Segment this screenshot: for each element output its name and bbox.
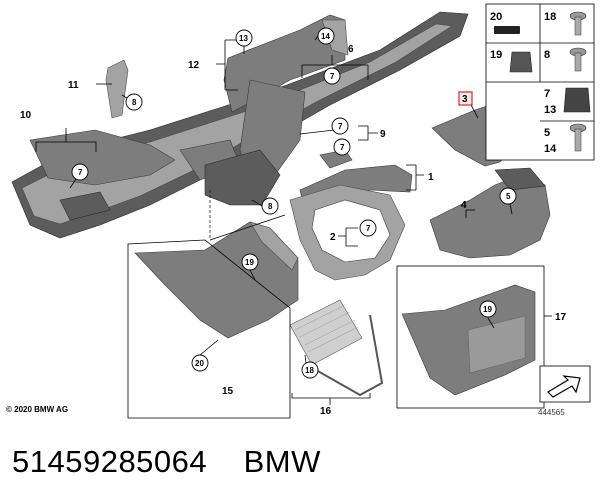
callout-9: 9 <box>380 129 386 140</box>
callout-16: 16 <box>320 406 332 417</box>
legend-8: 8 <box>544 49 550 61</box>
svg-text:19: 19 <box>245 258 254 267</box>
svg-text:7: 7 <box>78 168 83 177</box>
circle-callouts: 13 14 7 7 7 7 7 8 8 5 19 19 20 18 <box>71 27 517 379</box>
callout-11: 11 <box>68 80 79 91</box>
circle-8-b: 8 <box>261 197 279 215</box>
svg-text:18: 18 <box>305 366 314 375</box>
svg-text:7: 7 <box>338 122 343 131</box>
circle-7-d: 7 <box>71 163 89 181</box>
callout-1: 1 <box>428 172 434 183</box>
svg-text:20: 20 <box>195 359 204 368</box>
legend-20: 20 <box>490 11 502 23</box>
clip-19-icon <box>509 51 533 73</box>
svg-text:7: 7 <box>366 224 371 233</box>
legend-14: 14 <box>544 143 557 155</box>
diagram-number: 444565 <box>538 408 565 417</box>
circle-7-e: 7 <box>359 219 377 237</box>
callout-17: 17 <box>555 312 567 323</box>
legend-13: 13 <box>544 104 556 116</box>
callout-12: 12 <box>188 60 200 71</box>
svg-text:14: 14 <box>321 32 330 41</box>
circle-19-b: 19 <box>479 300 497 318</box>
svg-text:7: 7 <box>340 143 345 152</box>
circle-14: 14 <box>317 27 335 45</box>
callout-2: 2 <box>330 232 336 243</box>
leader-lines <box>35 35 552 405</box>
clip-7-icon <box>563 87 591 113</box>
part-number-footer: 51459285064 BMW <box>12 444 321 480</box>
circle-7-a: 7 <box>323 67 341 85</box>
callout-3-highlight: 3 <box>458 91 473 106</box>
circle-20: 20 <box>191 354 209 372</box>
legend-18: 18 <box>544 11 556 23</box>
part-4-trim <box>429 167 551 259</box>
circle-7-b: 7 <box>331 117 349 135</box>
callout-15: 15 <box>222 386 234 397</box>
callout-4: 4 <box>461 200 467 211</box>
callout-10: 10 <box>20 110 32 121</box>
legend-5: 5 <box>544 127 550 139</box>
brand-name: BMW <box>243 444 321 479</box>
part-1-frame <box>289 164 413 281</box>
part-17-panel <box>401 284 536 396</box>
screw-18-icon <box>569 11 587 36</box>
direction-arrow-icon <box>539 365 591 403</box>
callout-6: 6 <box>348 44 354 55</box>
part-11-bracket <box>105 59 129 119</box>
callout-3: 3 <box>462 94 468 105</box>
svg-text:8: 8 <box>268 202 273 211</box>
part-number: 51459285064 <box>12 444 208 479</box>
svg-text:19: 19 <box>483 305 492 314</box>
group-boxes <box>127 190 545 419</box>
copyright-text: © 2020 BMW AG <box>6 405 69 414</box>
svg-text:7: 7 <box>330 72 335 81</box>
circle-8-a: 8 <box>125 93 143 111</box>
legend-19: 19 <box>490 49 502 61</box>
circle-5: 5 <box>499 187 517 205</box>
circle-7-c: 7 <box>333 138 351 156</box>
svg-text:5: 5 <box>506 192 511 201</box>
part-16-net <box>289 299 384 397</box>
screw-5-icon <box>569 123 587 152</box>
part-15-group <box>134 221 299 339</box>
small-parts-legend: 20 18 19 8 7 13 5 14 <box>485 3 595 161</box>
circle-18: 18 <box>301 361 319 379</box>
dashboard-carrier <box>11 11 469 239</box>
legend-7: 7 <box>544 88 550 100</box>
callout-numbers: 10 11 12 6 9 1 2 4 17 15 16 <box>20 44 567 417</box>
screw-8-icon <box>569 47 587 72</box>
svg-text:8: 8 <box>132 98 137 107</box>
center-bracket <box>204 79 306 206</box>
svg-text:13: 13 <box>239 34 248 43</box>
circle-13: 13 <box>235 29 253 47</box>
circle-19-a: 19 <box>241 253 259 271</box>
